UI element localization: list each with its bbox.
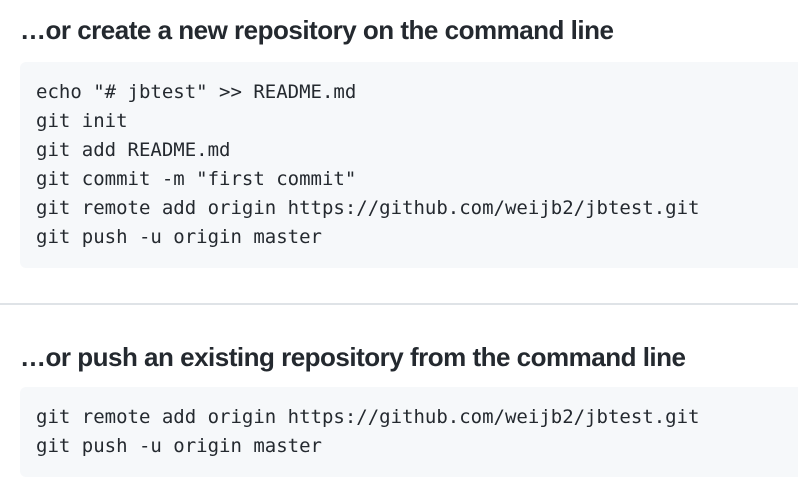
push-existing-repo-code-block[interactable]: git remote add origin https://github.com… [20, 387, 798, 477]
code-line: git remote add origin https://github.com… [36, 197, 700, 219]
create-repo-heading: …or create a new repository on the comma… [20, 15, 614, 45]
code-line: git remote add origin https://github.com… [36, 406, 700, 428]
code-line: git add README.md [36, 139, 231, 161]
code-line: git init [36, 110, 128, 132]
repo-setup-page: …or create a new repository on the comma… [0, 11, 798, 477]
section-create-new-repo: …or create a new repository on the comma… [0, 11, 798, 268]
section-push-existing-repo: …or push an existing repository from the… [0, 338, 798, 477]
code-line: echo "# jbtest" >> README.md [36, 81, 357, 103]
code-line: git push -u origin master [36, 435, 322, 457]
section-divider [0, 303, 798, 305]
push-existing-repo-heading: …or push an existing repository from the… [20, 342, 686, 372]
create-repo-code-block[interactable]: echo "# jbtest" >> README.md git init git … [20, 62, 798, 268]
code-line: git commit -m "first commit" [36, 168, 357, 190]
code-line: git push -u origin master [36, 226, 322, 248]
